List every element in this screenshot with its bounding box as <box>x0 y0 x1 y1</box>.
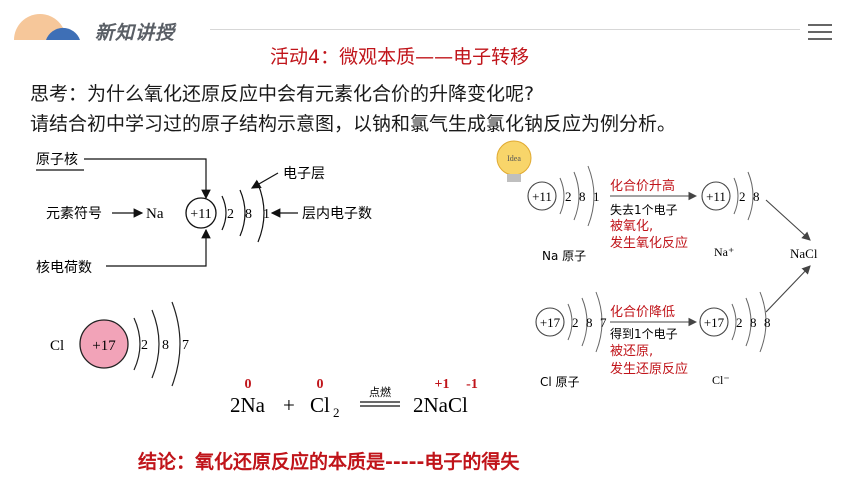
na-e3: 1 <box>263 207 270 222</box>
label-shell-electrons: 层内电子数 <box>302 206 372 222</box>
t-na-reaction: 发生氧化反应 <box>610 235 688 251</box>
t-cl-ion-nucleus: +17 <box>704 315 725 330</box>
t-cl-ion-e3: 8 <box>764 315 771 330</box>
label-nucleus: 原子核 <box>36 152 78 168</box>
t-na-e3: 1 <box>593 189 600 204</box>
t-na-ion-nucleus: +11 <box>706 189 726 204</box>
question-line-1: 思考：为什么氧化还原反应中会有元素化合价的升降变化呢? <box>30 83 535 105</box>
header-divider <box>210 29 800 30</box>
t-na-lose: 失去1个电子 <box>610 202 678 217</box>
t-na-atom-label: Na 原子 <box>542 249 586 263</box>
conclusion-text: 结论：氧化还原反应的本质是-----电子的得失 <box>138 451 520 473</box>
t-product: NaCl <box>790 246 818 261</box>
na-nucleus-charge: +11 <box>190 207 211 222</box>
idea-label: Idea <box>507 154 521 163</box>
t-cl-e1: 2 <box>572 315 579 330</box>
t-cl-ion-e2: 8 <box>750 315 757 330</box>
t-cl-ion-label: Cl⁻ <box>712 373 730 387</box>
t-cl-reaction: 发生还原反应 <box>610 361 688 377</box>
t-na-ion-label: Na⁺ <box>714 245 734 259</box>
ox-cl: 0 <box>317 377 324 392</box>
na-symbol: Na <box>146 206 164 222</box>
cl-symbol: Cl <box>50 338 64 354</box>
eq-condition: 点燃 <box>369 385 391 399</box>
t-cl-e3: 7 <box>600 315 607 330</box>
t-na-oxidized: 被氧化, <box>610 219 653 234</box>
t-na-e2: 8 <box>579 189 586 204</box>
t-na-nucleus: +11 <box>532 189 552 204</box>
brand-title: 新知讲授 <box>95 22 176 44</box>
eq-lhs2: Cl <box>310 393 330 417</box>
t-cl-e2: 8 <box>586 315 593 330</box>
eq-plus: + <box>283 393 295 417</box>
ox-rhs-na: +1 <box>435 377 450 392</box>
cl-e2: 8 <box>162 338 169 353</box>
t-na-e1: 2 <box>565 189 572 204</box>
t-cl-reduced: 被还原, <box>610 344 653 359</box>
idea-bulb-icon: Idea <box>496 140 532 182</box>
question-line-2: 请结合初中学习过的原子结构示意图，以钠和氯气生成氯化钠反应为例分析。 <box>30 113 677 135</box>
t-na-ion-e1: 2 <box>739 189 746 204</box>
label-shell: 电子层 <box>283 166 325 182</box>
label-symbol: 元素符号 <box>46 206 102 222</box>
cl-nucleus: +17 <box>92 338 116 354</box>
t-cl-nucleus: +17 <box>540 315 561 330</box>
header-logo <box>14 14 80 40</box>
t-na-ion-e2: 8 <box>753 189 760 204</box>
cl-nucleus-circle <box>79 319 129 369</box>
t-cl-fall: 化合价降低 <box>610 305 675 320</box>
activity-title: 活动4：微观本质——电子转移 <box>270 46 530 68</box>
t-cl-atom-label: Cl 原子 <box>540 375 580 389</box>
na-e2: 8 <box>245 207 252 222</box>
t-cl-gain: 得到1个电子 <box>610 326 678 341</box>
hamburger-menu-icon[interactable] <box>808 24 832 42</box>
na-e1: 2 <box>227 207 234 222</box>
eq-rhs: 2NaCl <box>413 393 468 417</box>
eq-lhs2-sub: 2 <box>333 405 340 420</box>
electron-transfer-diagram: Idea +11 2 8 1 Na 原子 化合价升高 失去1个电子 被氧化, 发… <box>496 140 818 389</box>
cl-atom-diagram: Cl +17 2 8 7 <box>50 301 189 387</box>
label-charge: 核电荷数 <box>36 260 92 276</box>
atom-structure-diagram: 原子核 元素符号 Na +11 2 8 1 电子层 层内电子数 核电荷数 <box>36 152 372 276</box>
ox-na: 0 <box>245 377 252 392</box>
t-cl-ion-e1: 2 <box>736 315 743 330</box>
cl-e1: 2 <box>141 338 148 353</box>
na-nucleus-circle <box>185 197 217 229</box>
reaction-equation: 0 0 +1 -1 2Na + Cl 2 点燃 2NaCl <box>230 377 478 420</box>
t-na-rise: 化合价升高 <box>610 178 675 194</box>
eq-lhs1: 2Na <box>230 393 266 417</box>
cl-e3: 7 <box>182 338 189 353</box>
ox-rhs-cl: -1 <box>466 377 478 392</box>
